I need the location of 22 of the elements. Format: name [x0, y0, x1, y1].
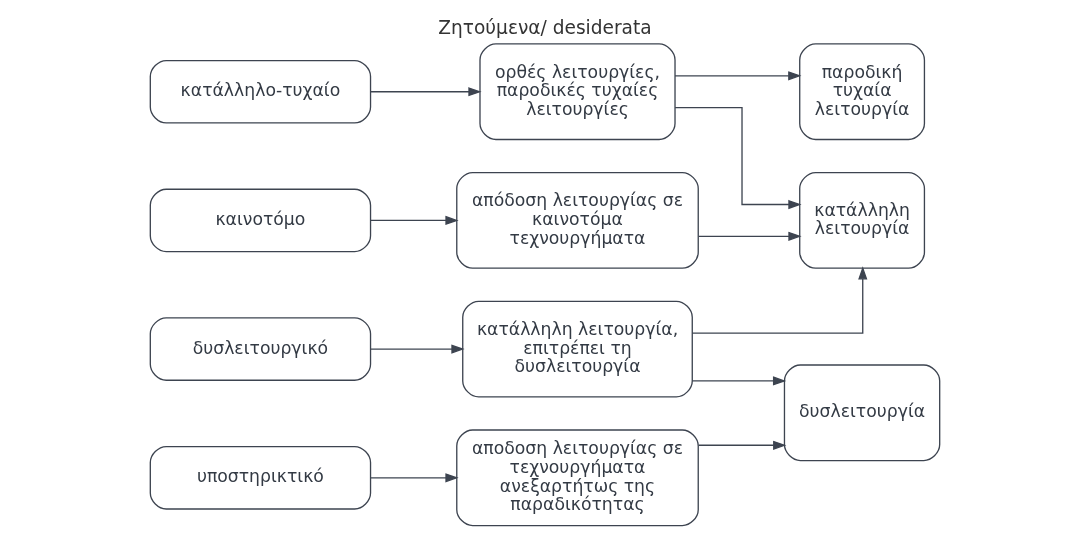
- node-box: αποδοση λειτουργίας σε τεχνουργήματα ανεξαρτήτως της παραδικότητας: [455, 429, 699, 527]
- arrow: [691, 266, 867, 334]
- node-box: υποστηρικτικό: [149, 445, 371, 510]
- node-box: κατάλληλο-τυχαίο: [149, 59, 371, 124]
- arrow: [697, 440, 786, 450]
- node-box: δυσλειτουργικό: [149, 317, 371, 381]
- node-box: κατάλληλη λειτουργία: [798, 172, 925, 269]
- arrow: [673, 106, 802, 210]
- node-box: παροδική τυχαία λειτουργία: [798, 43, 925, 141]
- arrow: [369, 473, 459, 483]
- node-box: δυσλειτουργία: [783, 364, 940, 462]
- node-box: καινοτόμο: [149, 188, 371, 253]
- arrow: [697, 231, 802, 241]
- arrow: [369, 344, 465, 354]
- arrow: [673, 71, 801, 81]
- arrow: [369, 87, 482, 97]
- node-box: ορθές λειτουργίες, παροδικές τυχαίες λειτουργίες: [478, 43, 676, 141]
- arrow: [691, 376, 786, 386]
- arrow: [369, 215, 459, 226]
- node-box: απόδοση λειτουργίας σε καινοτόμα τεχνουργήματα: [455, 172, 699, 269]
- node-box: κατάλληλη λειτουργία, επιτρέπει τη δυσλειτουργία: [461, 300, 693, 398]
- diagram-title: Ζητούμενα/ desiderata: [437, 16, 652, 38]
